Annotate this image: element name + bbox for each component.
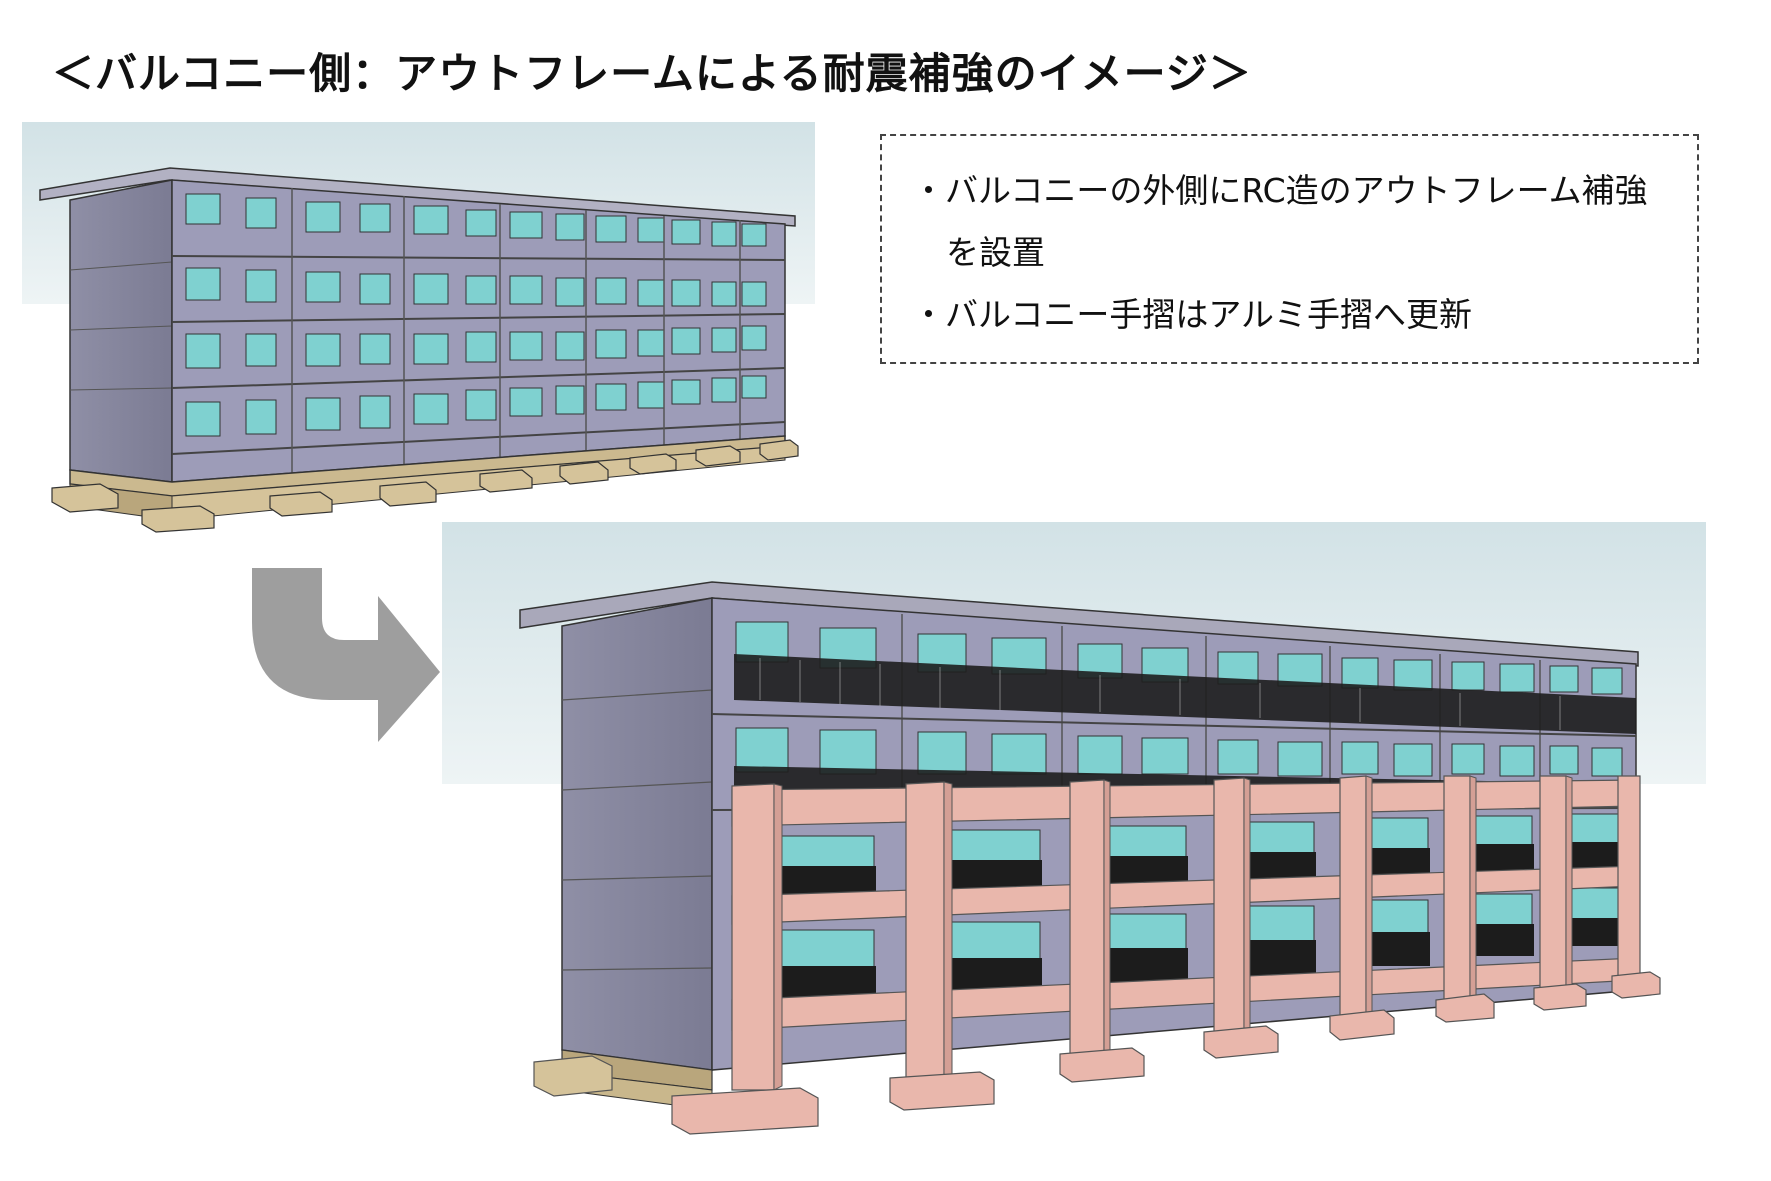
note-line-1: ・バルコニーの外側にRC造のアウトフレーム補強 <box>912 171 1648 210</box>
before-columns <box>291 188 741 474</box>
before-side-wall <box>69 179 173 483</box>
before-building <box>22 122 815 533</box>
after-outframe-beams <box>731 779 1637 1031</box>
before-windows <box>185 193 767 437</box>
before-footings <box>51 439 799 533</box>
curved-down-right-arrow-icon <box>252 568 440 742</box>
after-building <box>442 522 1706 1135</box>
note-box: ・バルコニーの外側にRC造のアウトフレーム補強 を設置 ・バルコニー手摺はアルミ… <box>880 134 1699 364</box>
page-title: ＜バルコニー側：アウトフレームによる耐震補強のイメージ＞ <box>52 49 1252 98</box>
after-side-wall <box>561 597 713 1071</box>
note-line-1-continued: を設置 <box>946 233 1045 272</box>
before-floor-slabs <box>171 255 786 455</box>
note-line-2: ・バルコニー手摺はアルミ手摺へ更新 <box>912 295 1473 334</box>
after-footings <box>533 971 1661 1135</box>
after-outframe-columns <box>731 775 1641 1091</box>
